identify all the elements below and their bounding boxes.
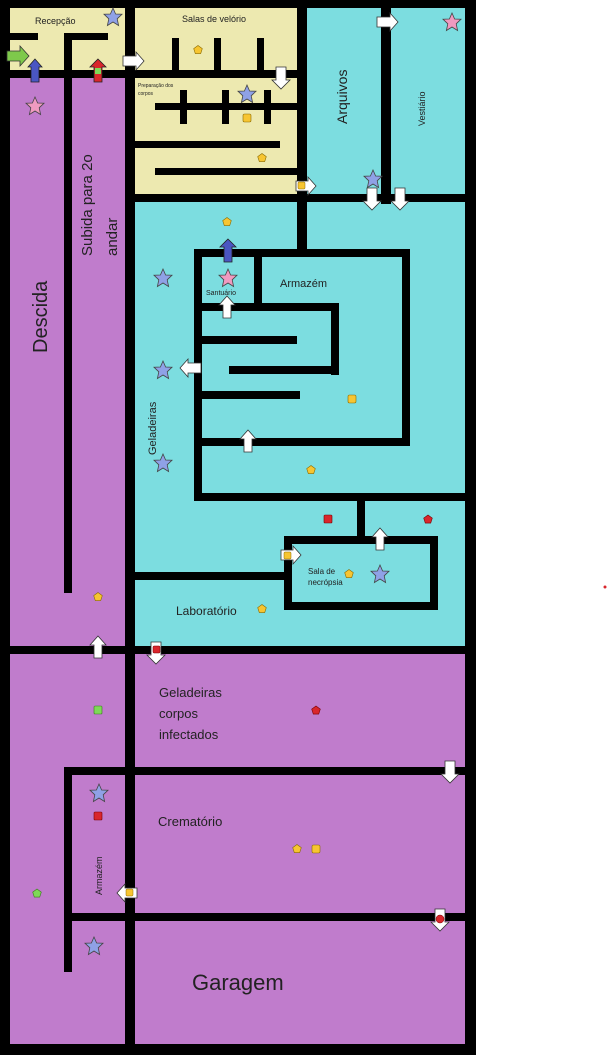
green-square-icon	[95, 68, 101, 74]
laboratorio-label: Laboratório	[176, 604, 237, 618]
green-square-icon	[93, 705, 103, 715]
door-arrow-icon	[295, 175, 317, 197]
door-arrow-icon	[239, 429, 257, 453]
preparacao-label-1: Preparação dos	[138, 83, 174, 89]
walls	[10, 8, 474, 1048]
geladeiras-infectados-label-2: corpos	[159, 706, 199, 721]
crematorio-label: Crematório	[158, 814, 222, 829]
geladeiras-label: Geladeiras	[147, 401, 159, 455]
door-arrows	[89, 11, 460, 932]
red-square-icon	[152, 645, 161, 654]
red-pentagon-icon	[423, 514, 433, 524]
entrance-arrow-icon	[6, 44, 30, 68]
door-arrow-icon	[371, 527, 389, 551]
salas-velorio-room	[135, 8, 297, 194]
armazem-top-label: Armazém	[280, 278, 327, 290]
yellow-square-icon	[242, 113, 252, 123]
vestiario-label: Vestiário	[417, 91, 427, 126]
blue-arrow-icon	[27, 58, 43, 83]
door-arrow-icon	[390, 187, 410, 211]
red-square-icon	[323, 514, 333, 524]
subida-label: Subida para 2o	[79, 154, 96, 256]
yellow-square-icon	[297, 181, 306, 190]
door-arrow-icon	[362, 187, 382, 211]
arquivos-label: Arquivos	[334, 70, 350, 124]
yellow-square-icon	[283, 551, 292, 560]
yellow-square-icon	[347, 394, 357, 404]
armazem-bottom-label: Armazém	[94, 856, 104, 895]
door-arrow-icon	[122, 50, 145, 72]
yellow-square-icon	[311, 844, 321, 854]
salas-velorio-label: Salas de velório	[182, 14, 246, 24]
recepcao-label: Recepção	[35, 16, 76, 26]
necropsia-label-1: Sala de	[308, 567, 336, 576]
necropsia-label-2: necrópsia	[308, 578, 343, 587]
red-pentagon-icon	[311, 705, 321, 715]
geladeiras-infectados-label-3: infectados	[159, 727, 219, 742]
red-square-icon	[93, 811, 103, 821]
garagem-label: Garagem	[192, 970, 284, 995]
subida-label-cont: andar	[104, 218, 121, 256]
descida-label: Descida	[30, 280, 52, 353]
door-arrow-icon	[376, 11, 399, 33]
door-arrow-icon	[89, 635, 107, 659]
door-arrow-icon	[218, 295, 236, 319]
yellow-square-icon	[125, 888, 134, 897]
red-dot-icon	[435, 914, 445, 924]
preparacao-label-2: corpos	[138, 91, 154, 97]
geladeiras-infectados-label-1: Geladeiras	[159, 685, 222, 700]
green-pentagon-icon	[32, 888, 42, 898]
blue-arrow-icon	[219, 238, 237, 263]
door-arrow-icon	[440, 760, 460, 784]
door-arrow-icon	[271, 66, 291, 90]
stray-dot	[603, 585, 607, 589]
santuario-label: Santuário	[206, 290, 236, 297]
door-arrow-icon	[179, 357, 202, 379]
basement-area	[10, 654, 465, 1044]
